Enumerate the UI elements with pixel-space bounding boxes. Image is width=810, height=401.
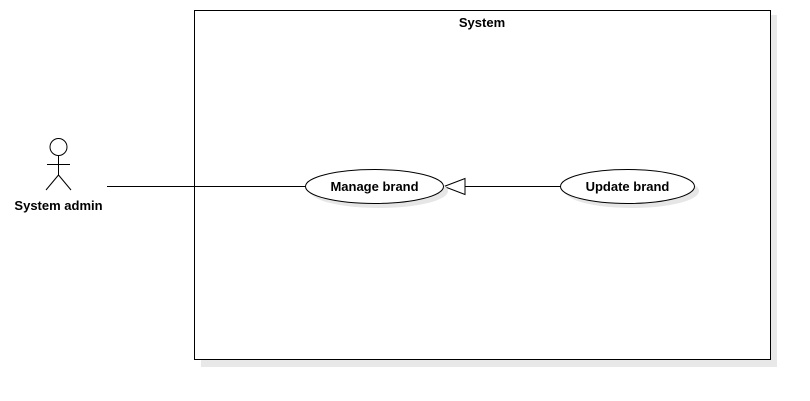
- generalization-arrowhead-icon: [442, 177, 466, 196]
- actor-system-admin[interactable]: System admin: [14, 138, 103, 214]
- use-case-ellipse: [560, 169, 695, 204]
- use-case-update-brand[interactable]: Update brand: [560, 169, 700, 209]
- use-case-label: Update brand: [586, 179, 670, 194]
- system-title: System: [459, 15, 505, 30]
- use-case-ellipse: [305, 169, 444, 204]
- use-case-manage-brand[interactable]: Manage brand: [305, 169, 449, 209]
- use-case-label: Manage brand: [330, 179, 418, 194]
- actor-label: System admin: [14, 198, 102, 213]
- generalization-connector[interactable]: [442, 177, 561, 196]
- actor-stick-figure-icon: [45, 138, 72, 191]
